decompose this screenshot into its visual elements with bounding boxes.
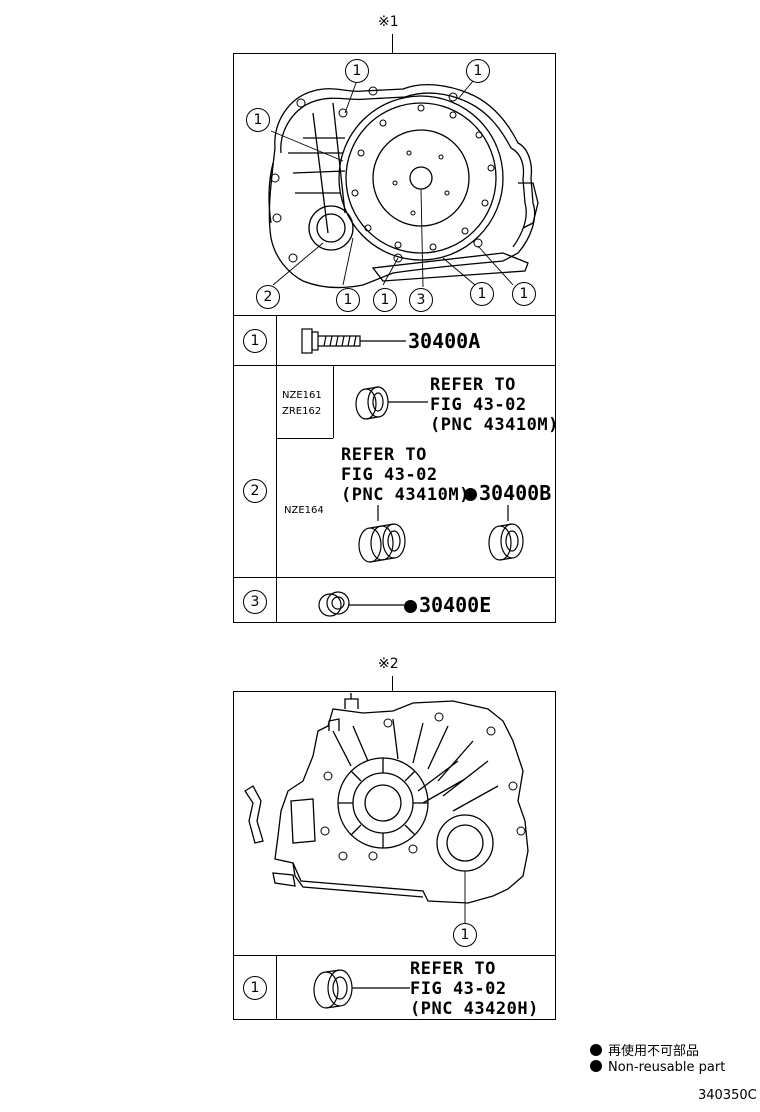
section2-mark: ※2 [378, 656, 399, 672]
reference-note: REFER TO FIG 43-02 (PNC 43410M) [430, 375, 559, 435]
section2-frame [233, 691, 556, 1020]
callout-1: 1 [373, 288, 397, 312]
callout-1: 1 [246, 108, 270, 132]
seal-icon [358, 505, 406, 563]
legend-jp: 再使用不可部品 [590, 1040, 699, 1059]
part-number-30400A[interactable]: 30400A [408, 329, 481, 353]
section1-frame [233, 53, 556, 623]
callout-3: 3 [409, 288, 433, 312]
table-column-divider [333, 365, 334, 438]
part-number-30400E[interactable]: 30400E [404, 593, 491, 617]
table-divider [276, 438, 333, 439]
figure-code: 340350C [698, 1088, 757, 1103]
seal-icon [355, 386, 428, 420]
table-divider [233, 315, 556, 316]
part-number-label: 30400E [419, 593, 492, 617]
transmission-rear-drawing [244, 693, 529, 923]
section1-mark: ※1 [378, 14, 399, 30]
callout-2: 2 [256, 285, 280, 309]
callout-1: 1 [512, 282, 536, 306]
section2-leader [392, 676, 393, 692]
seal-icon [318, 591, 404, 617]
seal-icon [313, 969, 410, 1009]
callout-1: 1 [453, 923, 477, 947]
table-column-divider [276, 315, 277, 623]
table-column-divider [276, 955, 277, 1020]
row-number: 1 [243, 329, 267, 353]
callout-1: 1 [470, 282, 494, 306]
non-reusable-dot-icon [404, 600, 417, 613]
model-codes: NZE161 ZRE162 [282, 390, 322, 417]
table-divider [233, 955, 556, 956]
transmission-front-drawing [268, 80, 539, 289]
legend-en: Non-reusable part [590, 1060, 725, 1075]
callout-1: 1 [466, 59, 490, 83]
row-number: 3 [243, 590, 267, 614]
table-divider [233, 577, 556, 578]
part-number-label: 30400B [479, 481, 552, 505]
model-code: NZE164 [284, 505, 324, 516]
bolt-icon [301, 328, 406, 354]
non-reusable-dot-icon [464, 488, 477, 501]
non-reusable-dot-icon [590, 1060, 602, 1072]
seal-icon [488, 505, 524, 561]
callout-1: 1 [336, 288, 360, 312]
row-number: 1 [243, 976, 267, 1000]
non-reusable-dot-icon [590, 1044, 602, 1056]
reference-note: REFER TO FIG 43-02 (PNC 43410M) [341, 445, 470, 505]
callout-1: 1 [345, 59, 369, 83]
row-number: 2 [243, 479, 267, 503]
reference-note: REFER TO FIG 43-02 (PNC 43420H) [410, 959, 539, 1019]
table-divider [233, 365, 556, 366]
section1-leader [392, 34, 393, 54]
part-number-30400B[interactable]: 30400B [464, 481, 551, 505]
